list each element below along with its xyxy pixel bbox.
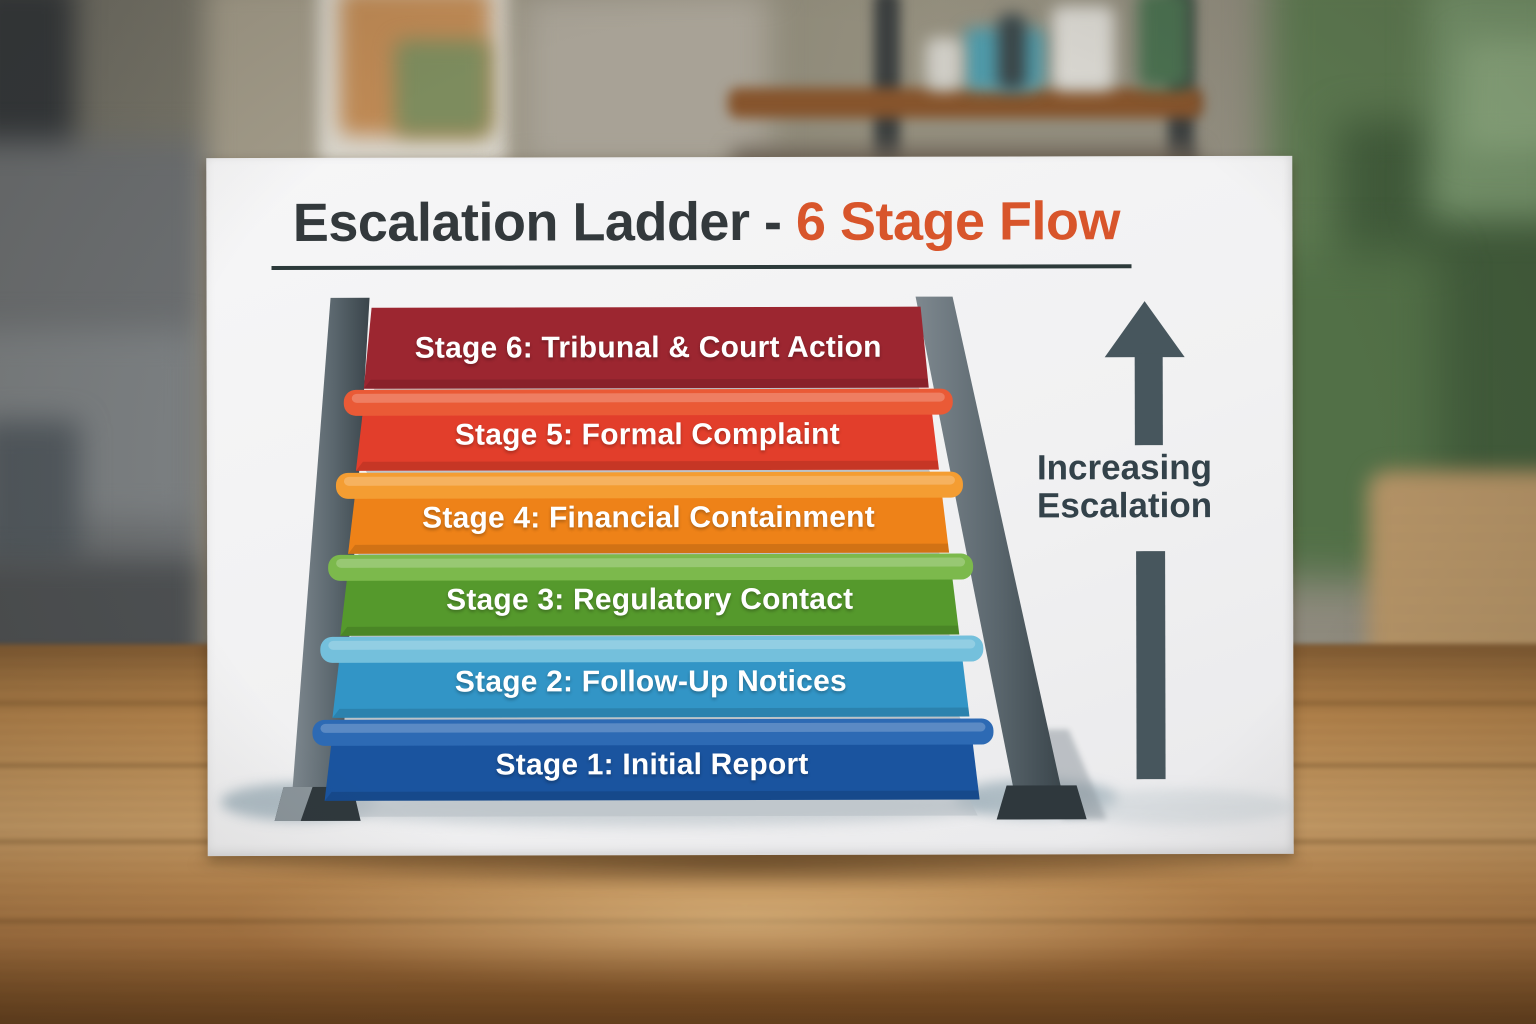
- blurred-art-content-green: [395, 40, 490, 135]
- rung-lip-stage3: [328, 553, 974, 581]
- rung-face-stage3: [340, 567, 960, 636]
- foreground-blur: [0, 944, 1536, 1024]
- rung-face-stage4: [348, 485, 950, 554]
- arrow-ground-shadow: [1065, 789, 1294, 826]
- blurred-couch-cushion-dark: [0, 420, 80, 570]
- rung-face-stage5: [355, 402, 939, 471]
- arrow-shaft-lower: [1136, 551, 1166, 780]
- rung-label-stage6: Stage 6: Tribunal & Court Action: [414, 330, 882, 365]
- blurred-shelf-post-left: [874, 0, 900, 170]
- rung-lip-stage4: [335, 471, 963, 499]
- arrow-shaft-upper: [1134, 353, 1163, 446]
- rung-lip-stage2: [320, 635, 984, 663]
- blurred-dark-bottle: [998, 14, 1026, 90]
- ladder-rail-left: [291, 297, 370, 801]
- rung-lip-stage5: [343, 388, 953, 416]
- rung-face-stage2: [332, 649, 970, 718]
- rung-label-stage5: Stage 5: Formal Complaint: [454, 417, 840, 452]
- rung-face-edge: [363, 378, 929, 389]
- ladder-rail-right: [915, 296, 1064, 800]
- rung-face-edge: [355, 460, 939, 471]
- rung-face-edge: [324, 790, 980, 801]
- up-arrow-icon: [1104, 301, 1185, 780]
- escalation-annotation-line1: Increasing: [1036, 448, 1213, 488]
- rung-lip-highlight: [336, 557, 966, 568]
- blurred-white-bottles: [1052, 6, 1114, 90]
- rung-label-stage1: Stage 1: Initial Report: [495, 747, 809, 782]
- blurred-green-bottle: [1138, 0, 1190, 88]
- rung-face-stage1: [324, 732, 980, 801]
- poster-card: Escalation Ladder - 6 Stage Flow: [206, 155, 1294, 857]
- ladder-diagram: [220, 296, 1294, 827]
- blurred-plant-highlight: [1462, 40, 1536, 150]
- ladder-foot-right: [996, 785, 1087, 820]
- rung-face-edge: [348, 543, 950, 554]
- rung-lip-highlight: [328, 639, 976, 650]
- escalation-annotation-line2: Escalation: [1036, 486, 1213, 526]
- rail-cast-shadow-right: [1040, 729, 1107, 820]
- escalation-annotation: Increasing Escalation: [1036, 448, 1277, 526]
- blurred-shelf-board: [728, 88, 1203, 118]
- rung-lip-stage1: [312, 718, 994, 746]
- rung-lip-highlight: [320, 722, 986, 733]
- rung-face-edge: [340, 625, 960, 636]
- rung-face-edge: [332, 707, 970, 718]
- rung-label-stage3: Stage 3: Regulatory Contact: [446, 582, 854, 617]
- blurred-small-vase: [926, 38, 962, 90]
- rung-label-stage4: Stage 4: Financial Containment: [422, 500, 875, 535]
- arrow-head: [1104, 301, 1185, 358]
- rung-face-stage6: [363, 306, 929, 389]
- rung-lip-highlight: [351, 392, 945, 403]
- blurred-bright-wall: [520, 0, 770, 170]
- rung-label-stage2: Stage 2: Follow-Up Notices: [454, 664, 847, 699]
- rung-lip-highlight: [343, 475, 955, 486]
- rung-shadow: [334, 799, 978, 817]
- ladder-foot-left-face: [274, 786, 313, 821]
